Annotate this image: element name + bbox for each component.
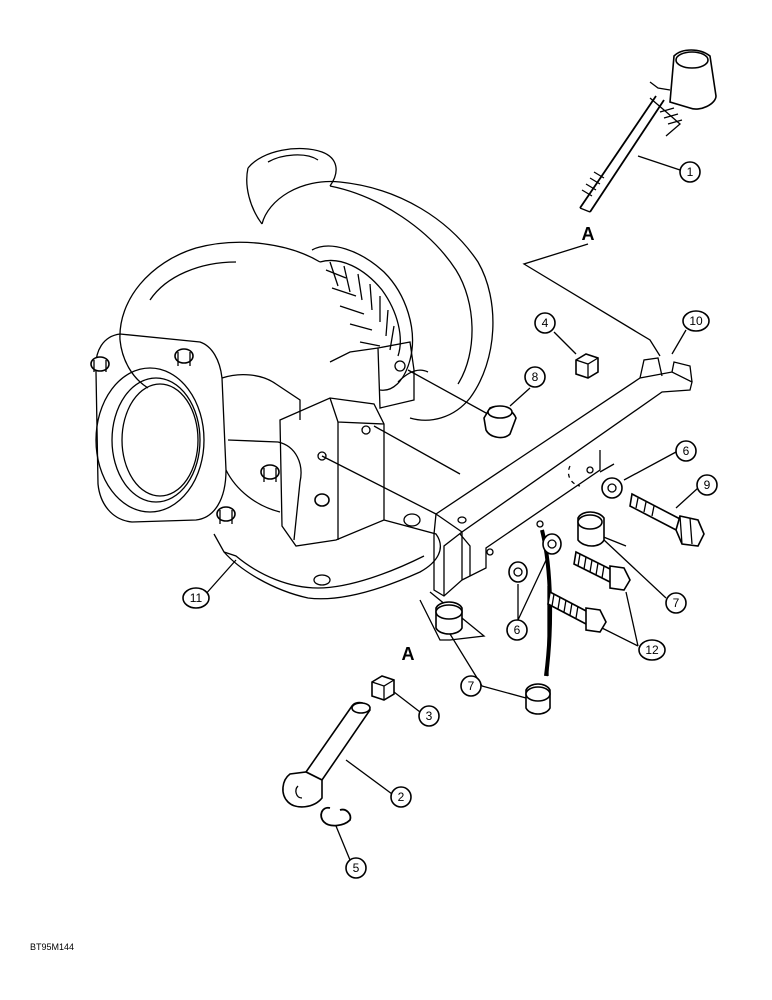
part-5-retaining-clip bbox=[320, 806, 352, 827]
callout-10-text: 10 bbox=[689, 314, 703, 328]
part-12-stud-lower bbox=[547, 590, 607, 633]
part-7-spacer-bottom bbox=[525, 683, 551, 715]
callout-3-text: 3 bbox=[426, 709, 433, 723]
callout-4 bbox=[534, 312, 556, 334]
callout-6-upper bbox=[675, 440, 697, 462]
part-8-spacer bbox=[483, 405, 517, 439]
part-3-nut bbox=[371, 675, 395, 701]
callout-7-bottom bbox=[460, 675, 482, 697]
callout-11 bbox=[182, 587, 210, 609]
flange-bolt-top-right bbox=[174, 348, 194, 366]
part-6-washer-left bbox=[508, 561, 528, 583]
callout-1-text: 1 bbox=[687, 165, 694, 179]
callout-6-lower-text: 6 bbox=[514, 623, 521, 637]
callout-4-text: 4 bbox=[542, 316, 549, 330]
callout-12-text: 12 bbox=[645, 643, 659, 657]
part-7-spacer-left bbox=[435, 601, 463, 635]
flange-bolt-bottom-left bbox=[216, 506, 236, 524]
callout-8 bbox=[524, 366, 546, 388]
callout-7-bottom-text: 7 bbox=[468, 679, 475, 693]
callout-balloons: 1 10 4 8 6 9 7 6 12 bbox=[182, 155, 718, 879]
assembly-leader-lines bbox=[321, 243, 661, 677]
flange-bolt-top-left bbox=[90, 356, 110, 372]
callout-5-text: 5 bbox=[353, 861, 360, 875]
callout-12 bbox=[638, 639, 666, 661]
flange-bolt-bottom-right bbox=[260, 464, 280, 482]
callout-11-text: 11 bbox=[190, 591, 203, 605]
part-9-hex-bolt bbox=[629, 492, 705, 547]
callout-7-right bbox=[665, 592, 687, 614]
callout-6-lower bbox=[506, 619, 528, 641]
part-12-stud-upper bbox=[573, 550, 631, 591]
callout-8-text: 8 bbox=[532, 370, 539, 384]
part-2-rod-end bbox=[282, 701, 371, 808]
part-4-nut bbox=[575, 353, 599, 379]
callout-10 bbox=[682, 310, 710, 332]
part-6-washer-right bbox=[601, 477, 623, 499]
callout-6-upper-text: 6 bbox=[683, 444, 690, 458]
callout-9 bbox=[696, 474, 718, 496]
connection-letter-lower: A bbox=[402, 644, 415, 664]
callout-2 bbox=[390, 786, 412, 808]
part-6-washer-middle bbox=[542, 533, 562, 555]
callout-3 bbox=[418, 705, 440, 727]
part-1-control-rod bbox=[579, 49, 717, 213]
callout-5 bbox=[345, 857, 367, 879]
turbocharger-assembly bbox=[90, 147, 494, 600]
connection-letter-upper: A bbox=[582, 224, 595, 244]
callout-1 bbox=[679, 161, 701, 183]
part-7-spacer-right bbox=[577, 511, 605, 547]
figure-reference-code: BT95M144 bbox=[30, 942, 75, 952]
callout-9-text: 9 bbox=[704, 478, 711, 492]
callout-2-text: 2 bbox=[398, 790, 405, 804]
callout-7-right-text: 7 bbox=[673, 596, 680, 610]
mounting-bracket bbox=[433, 357, 693, 597]
